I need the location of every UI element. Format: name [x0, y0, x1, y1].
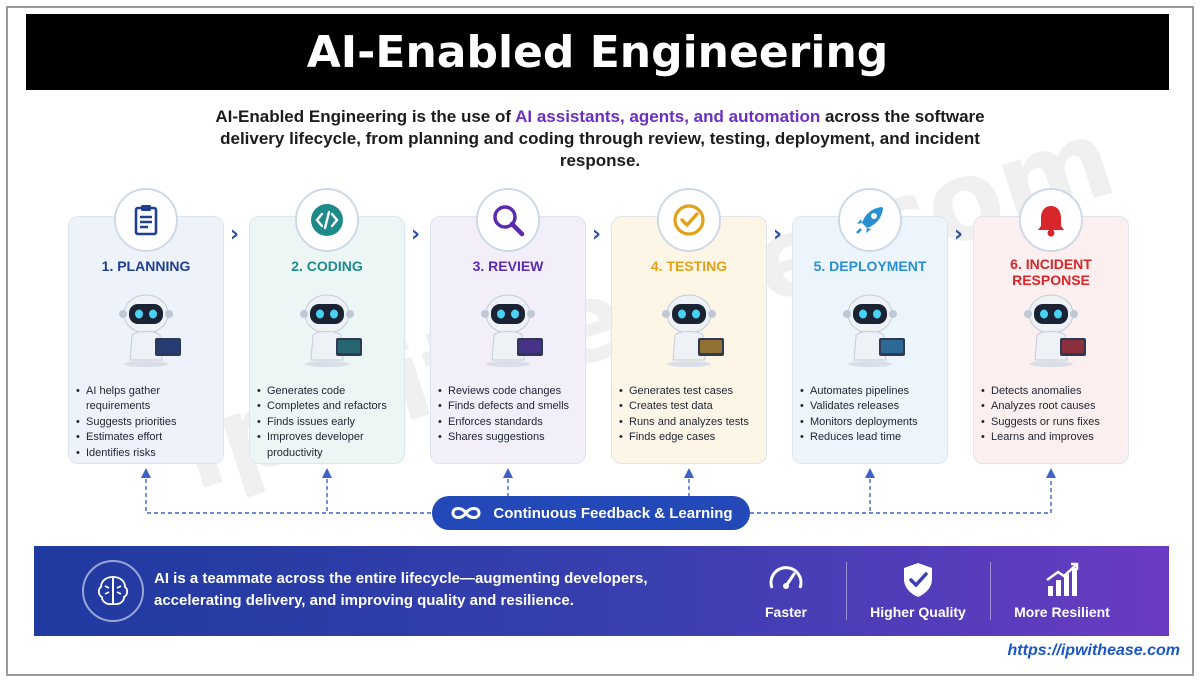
stage-bullets: Reviews code changesFinds defects and sm…: [438, 384, 588, 446]
list-item: Detects anomalies: [981, 384, 1131, 400]
stage-title: 2. CODING: [291, 258, 363, 274]
list-item: Finds edge cases: [619, 430, 769, 446]
chevron-right-icon: ›: [773, 222, 783, 247]
intro-part1: AI-Enabled Engineering is the use of: [215, 107, 516, 126]
robot-illustration: [1006, 290, 1096, 370]
list-item: Analyzes root causes: [981, 399, 1131, 415]
metric-resilient: More Resilient: [992, 560, 1132, 624]
chevron-right-icon: ›: [411, 222, 421, 247]
list-item: Runs and analyzes tests: [619, 415, 769, 431]
list-item: Monitors deployments: [800, 415, 950, 431]
stage-title: 6. INCIDENT RESPONSE: [1010, 256, 1092, 288]
metric-label: Faster: [764, 604, 808, 620]
list-item: Generates code: [257, 384, 407, 400]
stage-bullets: Generates codeCompletes and refactorsFin…: [257, 384, 407, 461]
stage-bullets: Detects anomaliesAnalyzes root causesSug…: [981, 384, 1131, 446]
intro-part2: across the software delivery lifecycle, …: [220, 107, 985, 170]
stage-title: 5. DEPLOYMENT: [813, 258, 927, 274]
divider: [990, 562, 991, 620]
list-item: Creates test data: [619, 399, 769, 415]
shield-check-icon: [904, 563, 932, 597]
list-item: Learns and improves: [981, 430, 1131, 446]
chevron-right-icon: ›: [592, 222, 602, 247]
stage-title: 1. PLANNING: [101, 258, 191, 274]
list-item: AI helps gather requirements: [76, 384, 226, 415]
intro-text: AI-Enabled Engineering is the use of AI …: [200, 106, 1000, 172]
check-circle-icon: [657, 188, 721, 252]
metric-quality: Higher Quality: [848, 560, 988, 624]
list-item: Enforces standards: [438, 415, 588, 431]
chevron-right-icon: ›: [954, 222, 964, 247]
stage-bullets: Generates test casesCreates test dataRun…: [619, 384, 769, 446]
feedback-label: Continuous Feedback & Learning: [493, 504, 733, 522]
list-item: Identifies risks: [76, 446, 226, 462]
title-bar: AI-Enabled Engineering: [26, 14, 1169, 90]
robot-illustration: [463, 290, 553, 370]
stage-bullets: AI helps gather requirementsSuggests pri…: [76, 384, 226, 461]
banner-text: AI is a teammate across the entire lifec…: [154, 570, 648, 609]
robot-illustration: [282, 290, 372, 370]
stage-title: 3. REVIEW: [472, 258, 544, 274]
list-item: Completes and refactors: [257, 399, 407, 415]
source-link[interactable]: https://ipwithease.com: [1007, 642, 1180, 659]
list-item: Estimates effort: [76, 430, 226, 446]
page-title: AI-Enabled Engineering: [306, 26, 889, 78]
robot-illustration: [825, 290, 915, 370]
magnifier-icon: [476, 188, 540, 252]
rocket-icon: [838, 188, 902, 252]
list-item: Finds defects and smells: [438, 399, 588, 415]
stage-bullets: Automates pipelinesValidates releasesMon…: [800, 384, 950, 446]
list-item: Reduces lead time: [800, 430, 950, 446]
chevron-right-icon: ›: [230, 222, 240, 247]
clipboard-icon: [114, 188, 178, 252]
feedback-pill: Continuous Feedback & Learning: [432, 496, 750, 530]
list-item: Improves developer productivity: [257, 430, 407, 461]
growth-chart-icon: [1046, 562, 1079, 596]
metric-label: Higher Quality: [870, 604, 966, 620]
list-item: Validates releases: [800, 399, 950, 415]
brain-icon: [82, 560, 144, 622]
stage-title: 4. TESTING: [650, 258, 728, 274]
list-item: Reviews code changes: [438, 384, 588, 400]
list-item: Automates pipelines: [800, 384, 950, 400]
intro-highlight: AI assistants, agents, and automation: [515, 107, 821, 126]
speedometer-icon: [769, 566, 803, 589]
list-item: Generates test cases: [619, 384, 769, 400]
metric-faster: Faster: [716, 560, 856, 624]
metric-label: More Resilient: [1014, 604, 1110, 620]
robot-illustration: [644, 290, 734, 370]
summary-banner: AI is a teammate across the entire lifec…: [34, 546, 1169, 636]
divider: [846, 562, 847, 620]
infinity-icon: [451, 507, 481, 519]
list-item: Suggests priorities: [76, 415, 226, 431]
list-item: Suggests or runs fixes: [981, 415, 1131, 431]
code-icon: [295, 188, 359, 252]
bell-icon: [1019, 188, 1083, 252]
list-item: Shares suggestions: [438, 430, 588, 446]
robot-illustration: [101, 290, 191, 370]
list-item: Finds issues early: [257, 415, 407, 431]
